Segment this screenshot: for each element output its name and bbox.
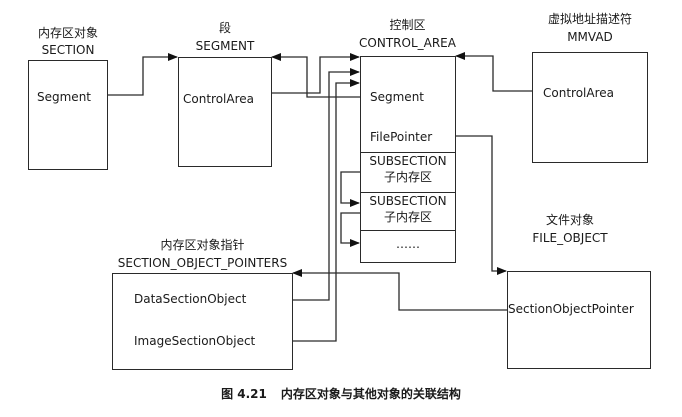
edge-fileobject-to-sop	[292, 269, 507, 311]
figure-caption-text: 内存区对象与其他对象的关联结构	[280, 387, 461, 401]
edge-segment-to-controlarea	[271, 53, 360, 94]
fileobject-title-en: FILE_OBJECT	[532, 231, 608, 245]
segment-title-cn: 段	[218, 21, 231, 35]
mmvad-field-controlarea: ControlArea	[543, 86, 614, 100]
section-title-en: SECTION	[41, 43, 95, 57]
sop-title-cn: 内存区对象指针	[160, 238, 245, 252]
edge-imagesection-to-controlarea	[292, 79, 360, 342]
edge-subsection-1-to-2	[340, 212, 360, 247]
sop-box: DataSectionObject ImageSectionObject	[112, 273, 293, 370]
controlarea-title-en: CONTROL_AREA	[359, 36, 456, 50]
section-title-cn: 内存区对象	[37, 26, 98, 40]
subsection-sublabel: 子内存区	[383, 210, 432, 224]
controlarea-box: Segment FilePointer SUBSECTION 子内存区 SUBS…	[360, 56, 456, 263]
edge-datasection-to-controlarea	[292, 68, 360, 301]
edge-section-to-segment	[108, 53, 178, 96]
figure-number: 图 4.21	[221, 387, 267, 401]
sop-field-imagesectionobject: ImageSectionObject	[134, 334, 256, 348]
subsection-ellipsis-row: ……	[361, 230, 455, 268]
subsection-label: SUBSECTION	[369, 154, 447, 168]
fileobject-box: SectionObjectPointer	[507, 271, 651, 369]
fileobject-field-sectionobjectpointer: SectionObjectPointer	[508, 302, 634, 316]
edge-controlarea-to-segment	[271, 53, 360, 98]
subsection-sublabel: 子内存区	[383, 170, 432, 184]
figure-caption: 图 4.21 内存区对象与其他对象的关联结构	[0, 385, 682, 402]
section-field-segment: Segment	[37, 90, 91, 104]
mmvad-box: ControlArea	[532, 52, 648, 163]
controlarea-field-segment: Segment	[370, 90, 424, 104]
subsection-row: SUBSECTION 子内存区	[361, 192, 455, 231]
controlarea-title-cn: 控制区	[389, 18, 426, 32]
subsection-ellipsis: ……	[396, 237, 420, 251]
edge-subsection-0-to-1	[340, 171, 360, 207]
edge-filepointer-to-fileobject	[455, 135, 507, 275]
subsection-label: SUBSECTION	[369, 194, 447, 208]
mmvad-title-cn: 虚拟地址描述符	[547, 12, 632, 26]
mmvad-title-en: MMVAD	[567, 30, 613, 44]
controlarea-field-filepointer: FilePointer	[370, 130, 433, 144]
section-box: Segment	[28, 60, 108, 170]
segment-title-en: SEGMENT	[195, 39, 255, 53]
segment-box: ControlArea	[178, 57, 272, 167]
sop-title-en: SECTION_OBJECT_POINTERS	[117, 256, 288, 270]
edge-mmvad-to-controlarea	[455, 52, 532, 92]
subsection-row: SUBSECTION 子内存区	[361, 152, 455, 193]
fileobject-title-cn: 文件对象	[545, 213, 594, 227]
sop-field-datasectionobject: DataSectionObject	[134, 292, 247, 306]
segment-field-controlarea: ControlArea	[183, 92, 254, 106]
